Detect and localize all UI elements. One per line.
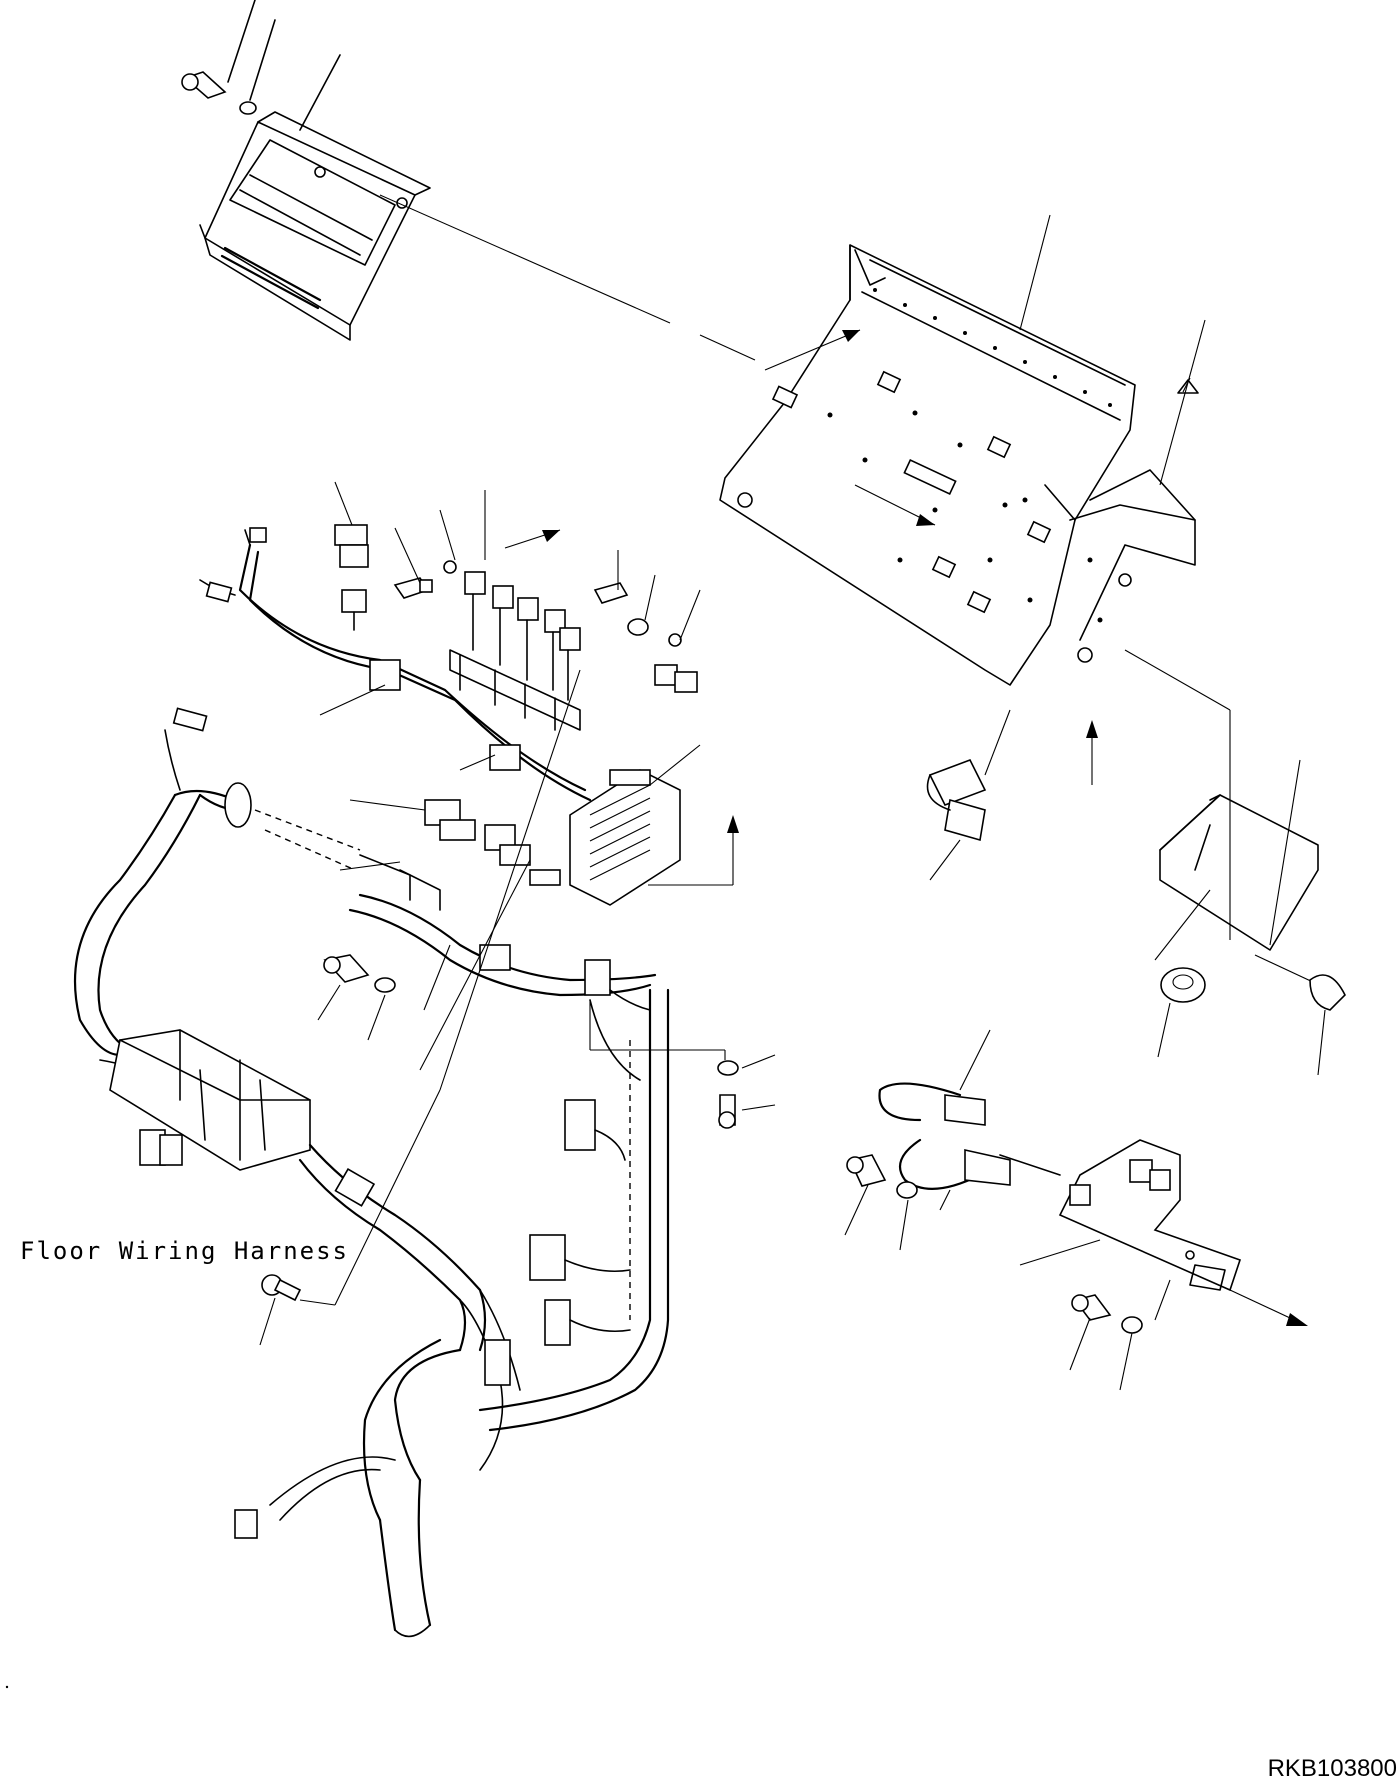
controller-bolt-and-washer <box>181 0 341 131</box>
controller-unit <box>199 111 431 341</box>
clip-part <box>1177 379 1199 394</box>
mounting-bracket-plate <box>719 244 1196 686</box>
leader-line <box>1124 649 1231 711</box>
grommets <box>1157 967 1346 1076</box>
leader-line <box>1019 214 1051 331</box>
connector-small <box>926 709 1011 881</box>
mid-harness <box>348 893 726 1060</box>
mid-connectors <box>339 799 561 911</box>
bolts-and-washers <box>317 859 776 1129</box>
fuse-box <box>569 744 701 906</box>
upper-harness <box>199 527 592 802</box>
main-harness-loop <box>73 707 670 1638</box>
speck <box>5 1685 9 1689</box>
leader-line <box>379 194 671 324</box>
assembly-arrows <box>504 329 1308 1326</box>
drawing-code-label: RKB103800 <box>1267 1755 1397 1782</box>
floor-wiring-harness-label: Floor Wiring Harness <box>20 1237 349 1265</box>
relay-cluster <box>334 481 701 701</box>
cover-plate <box>1154 759 1331 991</box>
leader-line <box>1159 319 1206 486</box>
relay-bases <box>449 649 581 731</box>
leader-line <box>699 334 756 361</box>
lower-right-assembly <box>844 1029 1242 1391</box>
clamp-bolt <box>259 669 581 1346</box>
